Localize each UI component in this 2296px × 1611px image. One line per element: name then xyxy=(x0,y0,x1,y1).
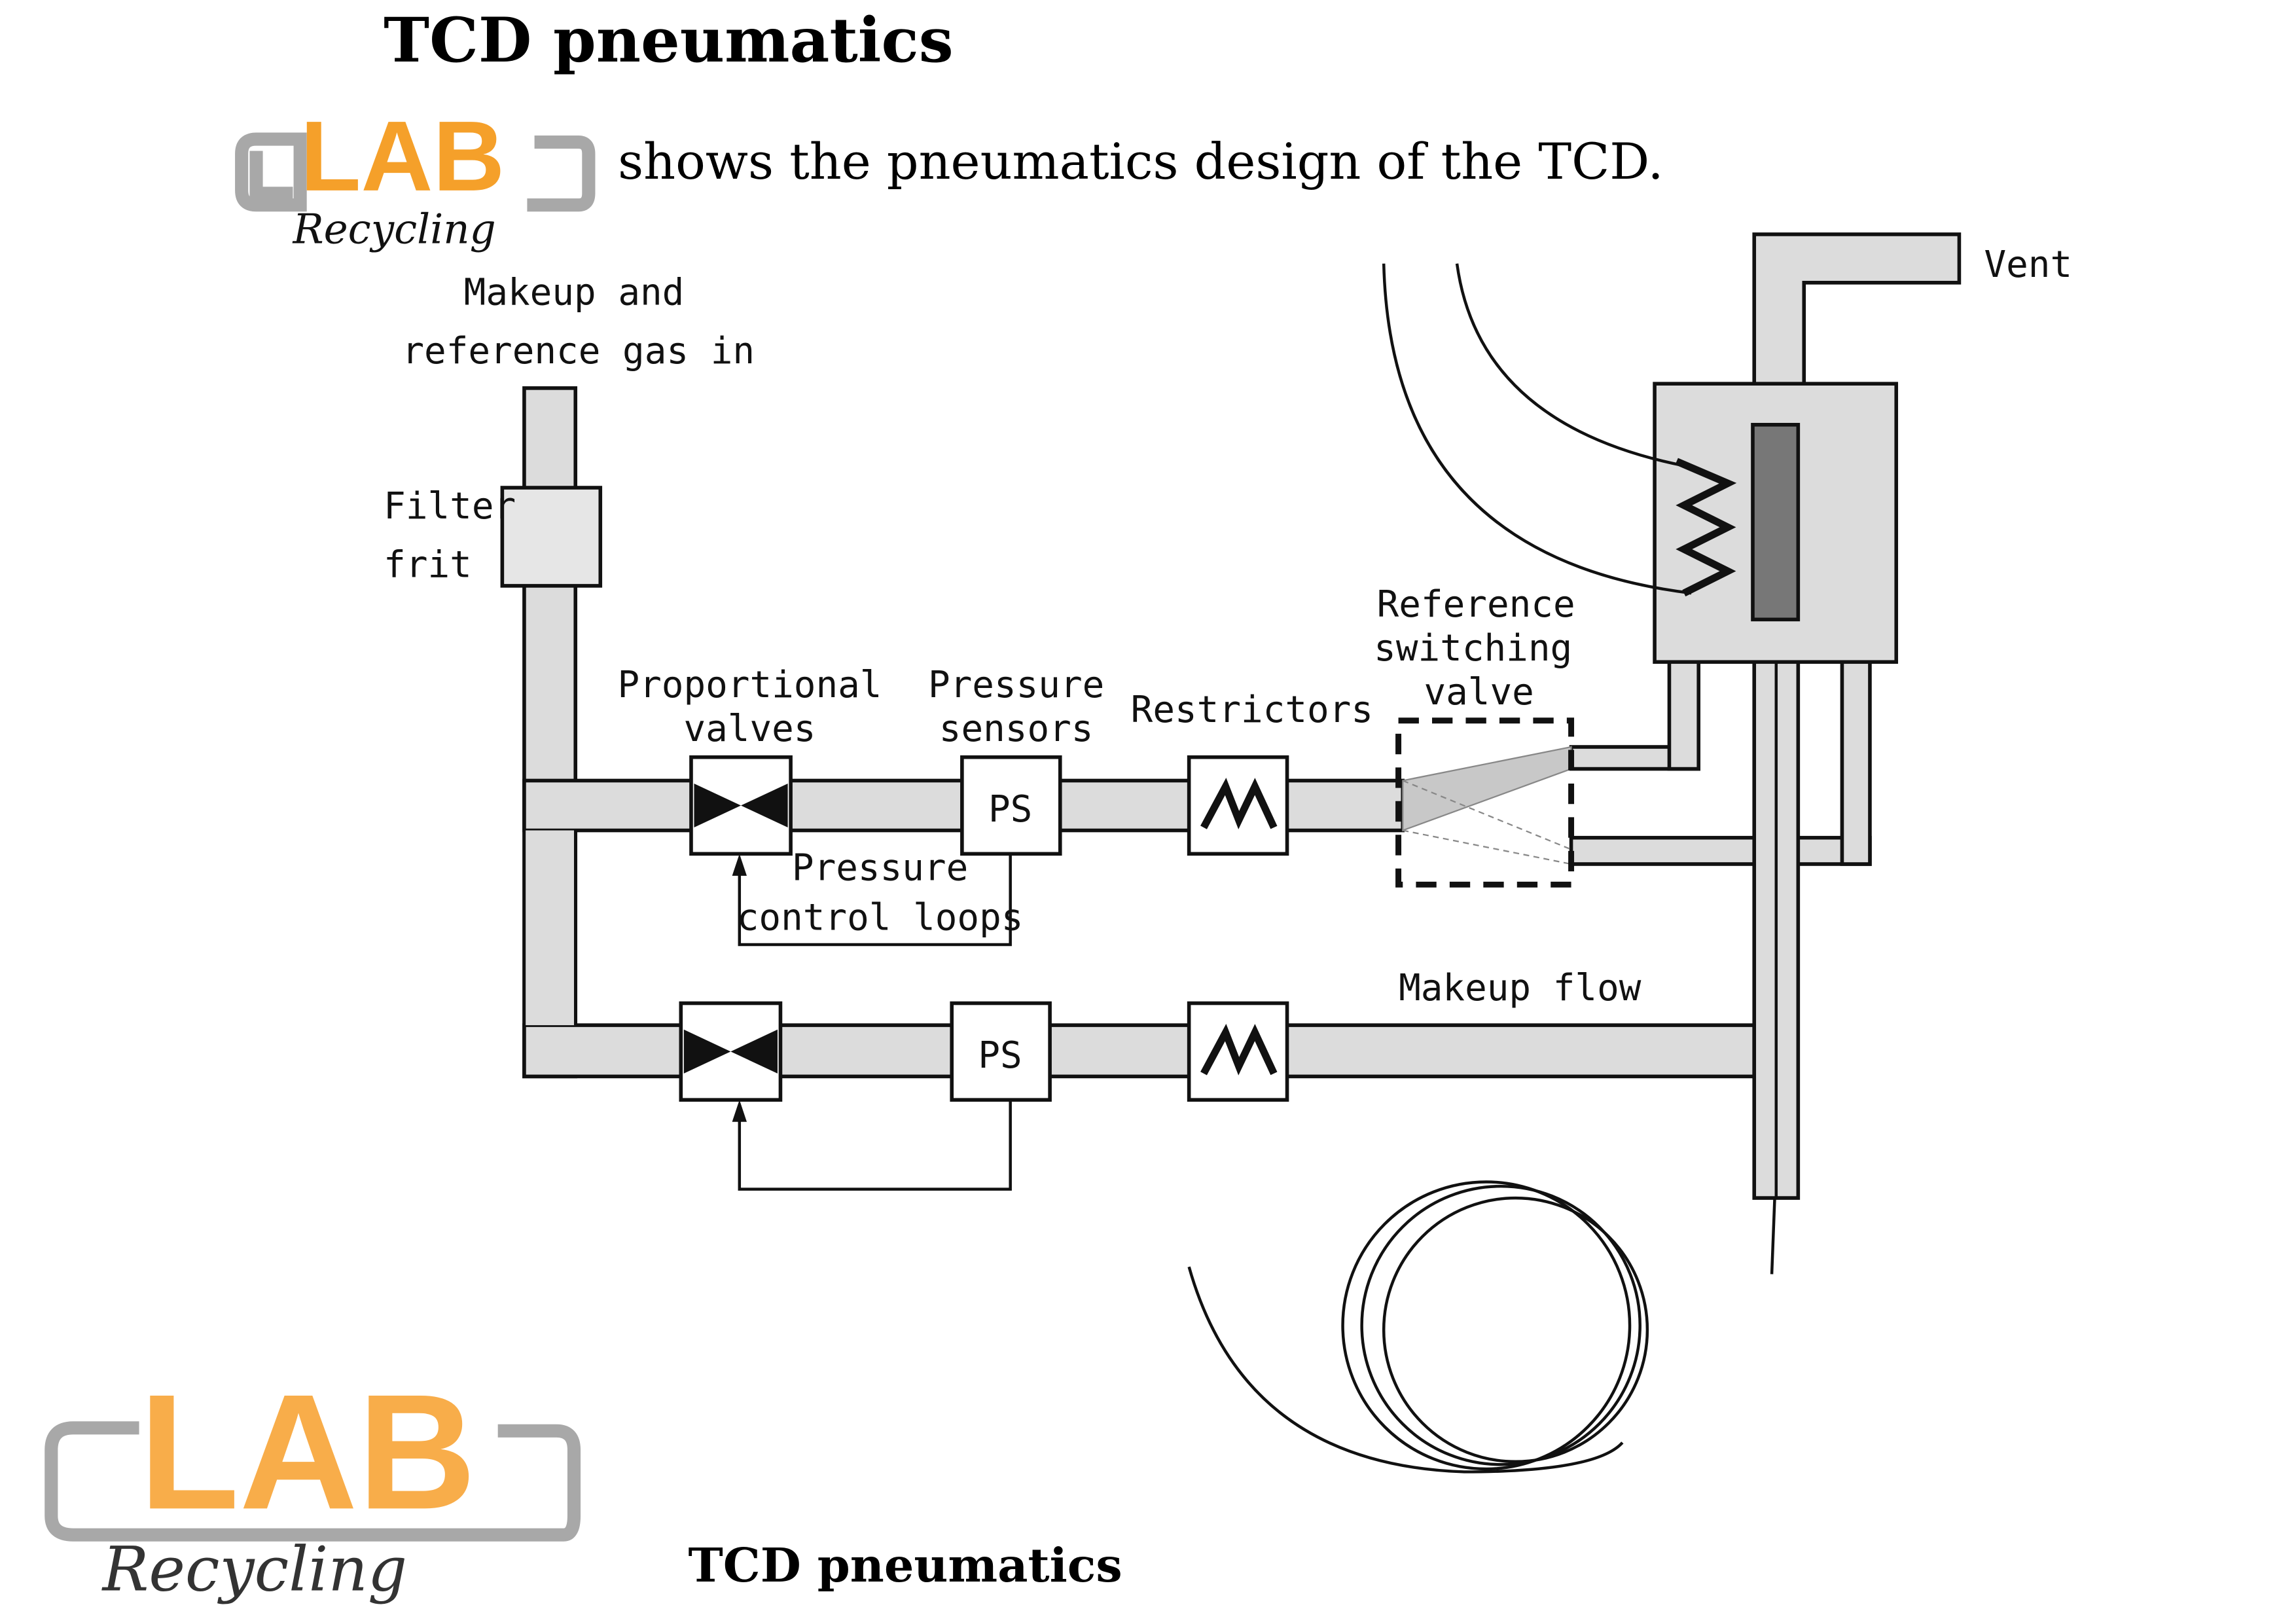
logo-script-text: Recycling xyxy=(292,205,495,253)
label-pressure-sensors-2: sensors xyxy=(939,708,1094,750)
logo-lab-text-bottom: LAB xyxy=(139,1360,476,1544)
column-coil-icon xyxy=(1341,1180,1649,1471)
logo-lab-text: LAB xyxy=(300,101,505,212)
label-restrictors: Restrictors xyxy=(1131,689,1373,731)
pressure-sensor-lower: PS xyxy=(950,1001,1052,1102)
lab-recycling-logo-bottom: LAB Recycling xyxy=(45,1360,581,1606)
proportional-valve-lower xyxy=(679,1001,783,1102)
ps-lower-label: PS xyxy=(978,1034,1022,1077)
lab-recycling-logo-top: LAB Recycling xyxy=(235,101,596,253)
ps-upper-label: PS xyxy=(988,788,1032,831)
filament-chamber xyxy=(1751,423,1801,622)
label-ref-switch-1: Reference xyxy=(1377,583,1575,626)
heading: TCD pneumatics xyxy=(384,5,953,77)
logo-script-text-bottom: Recycling xyxy=(101,1534,407,1606)
proportional-valve-upper xyxy=(689,755,793,856)
pressure-control-loops xyxy=(732,854,1012,1191)
label-gas-in-2: reference gas in xyxy=(402,330,755,372)
intro-text: shows the pneumatics design of the TCD. xyxy=(618,132,1664,190)
figure-caption: TCD pneumatics xyxy=(689,1538,1122,1593)
restrictor-lower xyxy=(1187,1001,1289,1102)
label-ref-switch-2: switching xyxy=(1374,627,1572,670)
label-filter-1: Filter xyxy=(384,485,516,528)
label-control-loops-1: Pressure xyxy=(792,847,968,890)
label-prop-valves-2: valves xyxy=(683,708,816,750)
label-control-loops-2: control loops xyxy=(737,897,1024,939)
filament-icon xyxy=(1675,458,1737,597)
label-filter-2: frit xyxy=(384,543,472,586)
label-vent: Vent xyxy=(1984,244,2072,286)
label-makeup-flow: Makeup flow xyxy=(1399,967,1641,1009)
label-gas-in-1: Makeup and xyxy=(464,271,685,314)
tcd-detector-cell xyxy=(1653,382,1899,664)
reference-switching-valve xyxy=(1395,717,1575,888)
pressure-sensor-upper: PS xyxy=(960,755,1062,856)
label-ref-switch-3: valve xyxy=(1424,671,1534,714)
restrictor-upper xyxy=(1187,755,1289,856)
filter-frit xyxy=(500,486,603,588)
label-pressure-sensors-1: Pressure xyxy=(928,664,1104,706)
label-prop-valves-1: Proportional xyxy=(617,664,882,706)
